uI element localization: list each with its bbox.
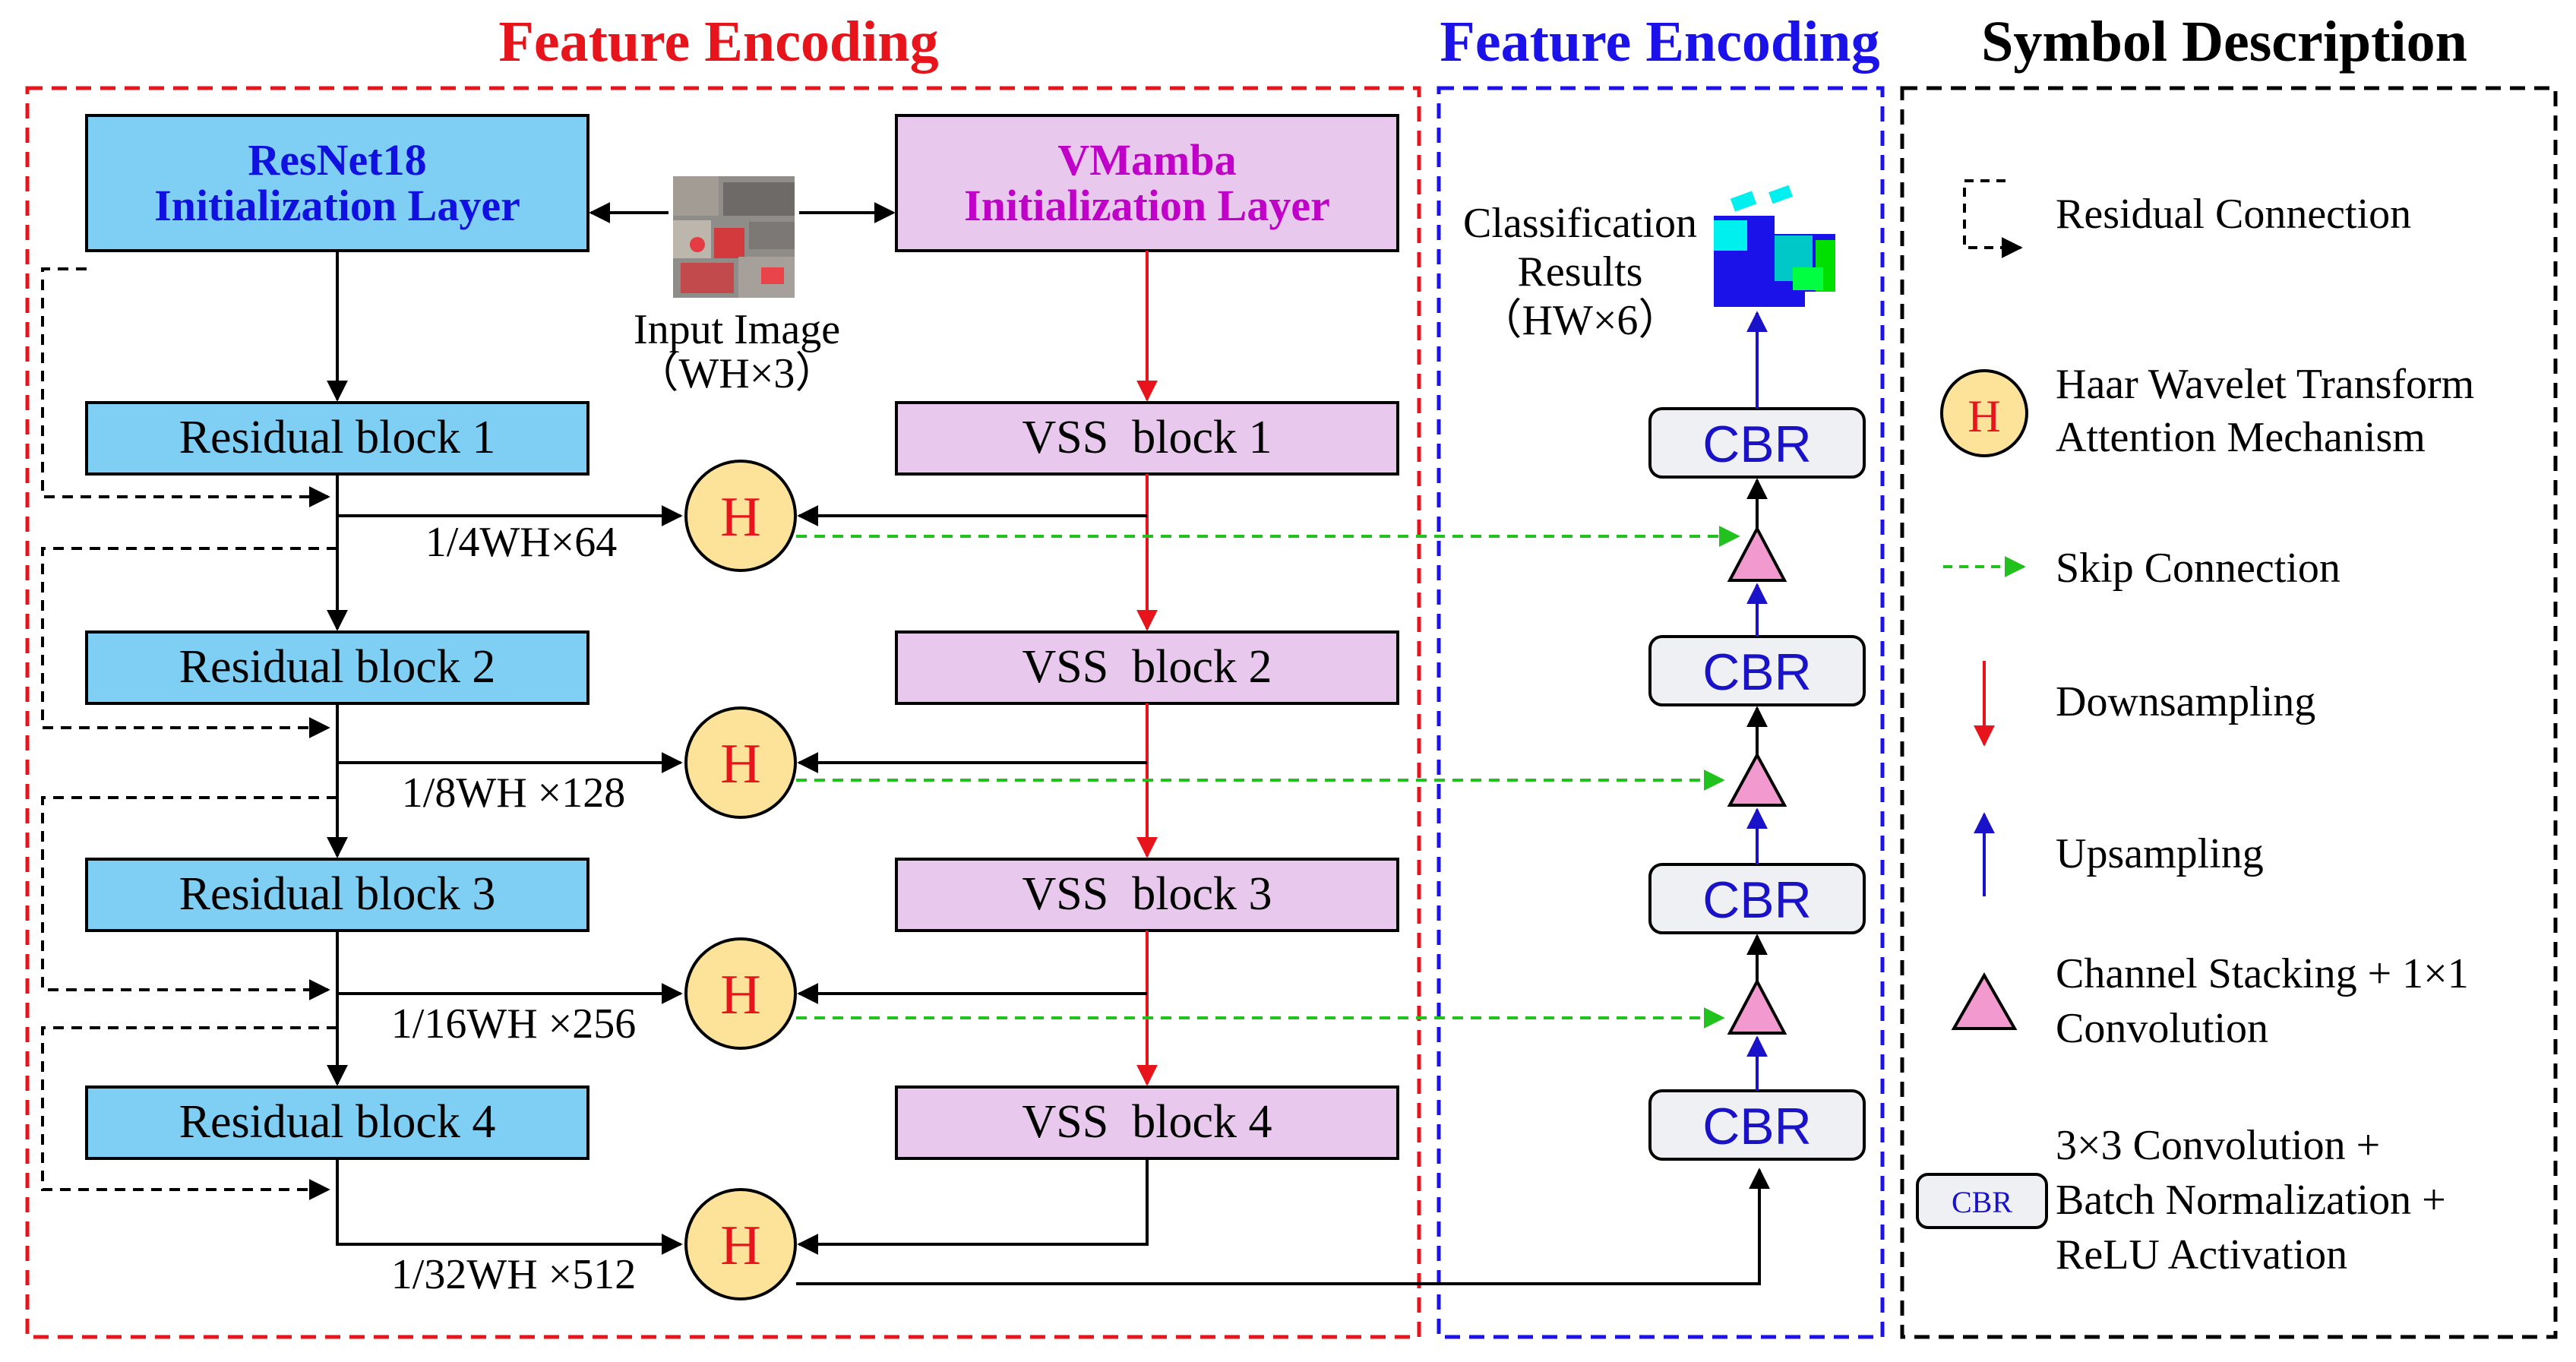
cbr-block-2: CBR: [1648, 635, 1866, 706]
vmamba-init-title: VMamba: [1057, 135, 1236, 185]
output-image: [1714, 185, 1835, 307]
vss-block-1-label: VSS block 1: [1022, 412, 1272, 463]
residual-block-4-label: Residual block 4: [179, 1096, 496, 1148]
vss-block-4: VSS block 4: [895, 1085, 1399, 1160]
haar-attention-4: H: [684, 1188, 797, 1300]
legend-downsampling-label: Downsampling: [2056, 678, 2315, 725]
legend-residual-label: Residual Connection: [2056, 191, 2411, 238]
legend-residual: Residual Connection: [1963, 179, 2411, 258]
vss-block-4-label: VSS block 4: [1022, 1096, 1272, 1148]
vss-block-3: VSS block 3: [895, 858, 1399, 932]
legend-upsampling: Upsampling: [1974, 812, 2264, 896]
legend-haar-symbol: H: [1968, 391, 2000, 441]
residual-block-2: Residual block 2: [85, 630, 589, 705]
cbr-block-3: CBR: [1648, 863, 1866, 934]
legend-stack-label-2: Convolution: [2056, 1005, 2268, 1052]
residual-block-3-label: Residual block 3: [179, 868, 496, 920]
cbr-block-2-label: CBR: [1702, 643, 1812, 701]
output-label-2: Results: [1518, 248, 1643, 295]
vmamba-init-subtitle: Initialization Layer: [964, 181, 1330, 230]
dim-label-1: 1/4WH×64: [425, 519, 617, 566]
haar-attention-1-symbol: H: [720, 486, 760, 548]
vmamba-to-h-arrows: [797, 505, 1149, 1255]
cbr-block-4: CBR: [1648, 1089, 1866, 1161]
haar-attention-3-symbol: H: [720, 964, 760, 1026]
haar-attention-1: H: [684, 460, 797, 572]
input-image-size: （WH×3）: [637, 350, 838, 397]
legend-haar-label-2: Attention Mechanism: [2056, 414, 2426, 461]
legend-cbr-label-2: Batch Normalization +: [2056, 1177, 2446, 1224]
legend-cbr: CBR 3×3 Convolution + Batch Normalizatio…: [1916, 1122, 2446, 1278]
dim-label-4: 1/32WH ×512: [391, 1251, 636, 1298]
cbr-block-4-label: CBR: [1702, 1098, 1812, 1155]
resnet-init-subtitle: Initialization Layer: [154, 181, 520, 230]
dim-label-2: 1/8WH ×128: [402, 769, 625, 817]
cbr-block-1: CBR: [1648, 407, 1866, 479]
legend-skip: Skip Connection: [1943, 545, 2341, 592]
legend-downsampling: Downsampling: [1974, 661, 2315, 747]
vmamba-init-layer: VMamba Initialization Layer: [895, 114, 1399, 252]
haar-attention-2-symbol: H: [720, 733, 760, 795]
resnet-flow-arrows: [327, 251, 683, 1255]
haar-attention-4-symbol: H: [720, 1215, 760, 1277]
cbr-block-1-label: CBR: [1702, 416, 1812, 473]
decoder-title: Feature Encoding: [1440, 10, 1879, 74]
legend-haar: H Haar Wavelet Transform Attention Mecha…: [1940, 361, 2474, 461]
residual-block-1-label: Residual block 1: [179, 412, 496, 463]
encoder-title: Feature Encoding: [498, 10, 938, 74]
residual-block-4: Residual block 4: [85, 1085, 589, 1160]
legend-upsampling-label: Upsampling: [2056, 830, 2264, 877]
channel-stacking-2: [1727, 751, 1787, 807]
legend-skip-label: Skip Connection: [2056, 545, 2341, 592]
haar-attention-2: H: [684, 706, 797, 819]
residual-block-1: Residual block 1: [85, 401, 589, 476]
input-image-label: Input Image: [634, 306, 840, 353]
skip-connections: [796, 526, 1740, 1029]
residual-block-2-label: Residual block 2: [179, 641, 496, 693]
legend-cbr-symbol: CBR: [1952, 1185, 2012, 1219]
channel-stacking-1: [1727, 525, 1787, 582]
legend-cbr-label-3: ReLU Activation: [2056, 1231, 2347, 1278]
legend-haar-label-1: Haar Wavelet Transform: [2056, 361, 2474, 408]
decoder-frame: [1437, 86, 1885, 1339]
haar-attention-3: H: [684, 937, 797, 1050]
vss-block-2: VSS block 2: [895, 630, 1399, 705]
legend-frame: [1900, 86, 2558, 1339]
resnet-init-title: ResNet18: [248, 135, 426, 185]
resnet-init-layer: ResNet18 Initialization Layer: [85, 114, 589, 252]
output-label-1: Classification: [1463, 200, 1697, 247]
output-label-3: （HW×6）: [1480, 297, 1681, 344]
legend-stack-label-1: Channel Stacking + 1×1: [2056, 950, 2469, 997]
encoder-frame: [25, 86, 1421, 1339]
residual-block-3: Residual block 3: [85, 858, 589, 932]
residual-connections: [41, 267, 337, 1200]
input-image: [673, 176, 795, 298]
channel-stacking-3: [1727, 978, 1787, 1035]
vss-block-1: VSS block 1: [895, 401, 1399, 476]
legend-channel-stacking: Channel Stacking + 1×1 Convolution: [1951, 950, 2469, 1052]
vss-block-3-label: VSS block 3: [1022, 868, 1272, 920]
bottleneck-path: [796, 1168, 1770, 1285]
legend-title: Symbol Description: [1981, 10, 2467, 74]
cbr-block-3-label: CBR: [1702, 871, 1812, 929]
legend-cbr-label-1: 3×3 Convolution +: [2056, 1122, 2380, 1169]
dim-label-3: 1/16WH ×256: [391, 1000, 636, 1048]
vss-block-2-label: VSS block 2: [1022, 641, 1272, 693]
